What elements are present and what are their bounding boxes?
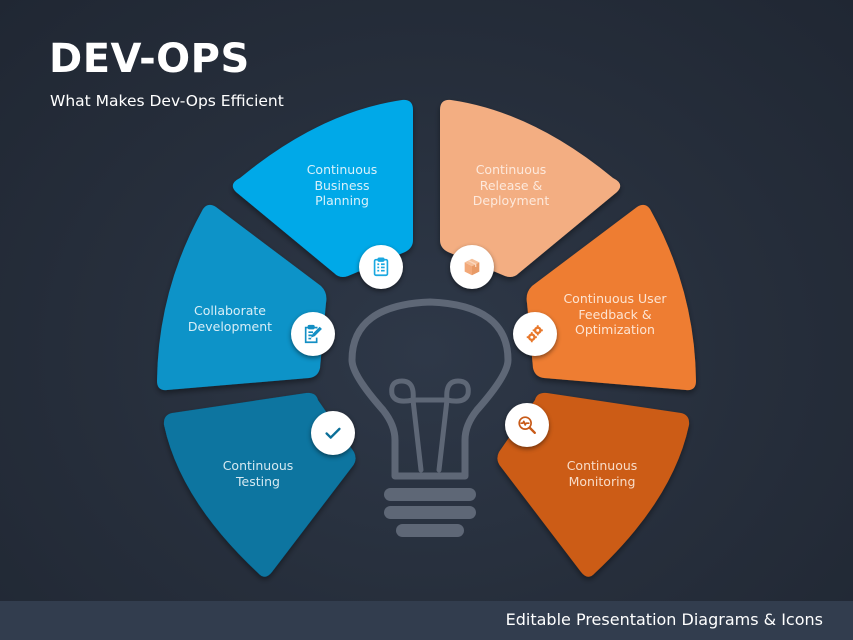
badge-continuous-testing[interactable] (311, 411, 355, 455)
badge-business-planning[interactable] (359, 245, 403, 289)
badge-user-feedback-optimization[interactable] (513, 312, 557, 356)
clipboard-edit-icon (304, 324, 322, 344)
label-release-deployment: Continuous Release & Deployment (472, 162, 550, 208)
label-collaborate-development: Collaborate Development (187, 303, 273, 334)
footer-bar: Editable Presentation Diagrams & Icons (0, 601, 853, 640)
label-business-planning: Continuous Business Planning (306, 162, 378, 208)
segment-business-planning[interactable] (232, 99, 413, 278)
lightbulb-base (384, 488, 476, 537)
segment-collaborate-development[interactable] (157, 204, 327, 391)
gears-icon (526, 325, 543, 343)
footer-text: Editable Presentation Diagrams & Icons (505, 610, 823, 629)
segment-release-deployment[interactable] (440, 99, 621, 278)
package-box-icon (464, 258, 480, 276)
clipboard-list-icon (373, 257, 389, 277)
segment-user-feedback-optimization[interactable] (526, 204, 696, 391)
page-subtitle: What Makes Dev-Ops Efficient (50, 92, 284, 110)
checkmark-icon (325, 427, 341, 439)
badge-collaborate-development[interactable] (291, 312, 335, 356)
label-continuous-monitoring: Continuous Monitoring (566, 458, 638, 489)
label-continuous-testing: Continuous Testing (222, 458, 294, 489)
page-title: DEV-OPS (49, 36, 250, 82)
badge-release-deployment[interactable] (450, 245, 494, 289)
badge-continuous-monitoring[interactable] (505, 403, 549, 447)
segment-continuous-testing[interactable] (163, 392, 356, 577)
segment-continuous-monitoring[interactable] (497, 392, 690, 577)
label-user-feedback-optimization: Continuous User Feedback & Optimization (563, 291, 667, 337)
lightbulb-icon (348, 298, 512, 480)
search-pulse-icon (518, 416, 536, 434)
